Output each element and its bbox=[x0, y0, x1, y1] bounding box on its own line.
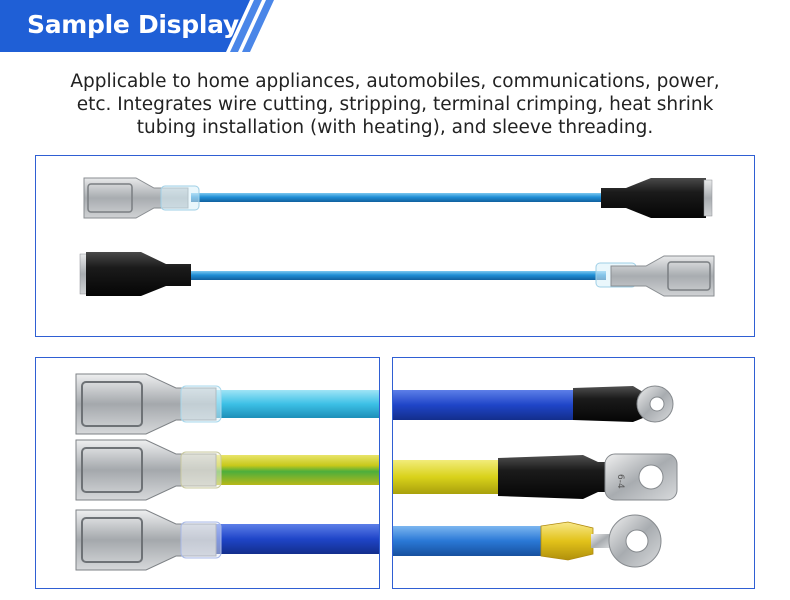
wire-yellow-green bbox=[206, 455, 379, 485]
ring-terminal-1 bbox=[573, 385, 674, 423]
sample-panel-bottom-right: 6-4 bbox=[392, 357, 755, 589]
description-line-1: Applicable to home appliances, automobil… bbox=[70, 71, 720, 92]
spade-terminal-right-2 bbox=[595, 255, 715, 297]
spade-terminal-left-1 bbox=[83, 177, 200, 219]
description-line-3: tubing installation (with heating), and … bbox=[136, 117, 654, 138]
sample-panel-bottom-left bbox=[35, 357, 380, 589]
spade-terminal-royal-blue bbox=[75, 509, 222, 571]
ring-terminal-2: 6-4 bbox=[498, 453, 678, 501]
ring-terminal-stamp: 6-4 bbox=[615, 474, 625, 489]
section-title: Sample Display bbox=[27, 10, 239, 39]
spade-terminal-yellow-green bbox=[75, 439, 222, 501]
shrink-terminal-right-1 bbox=[601, 178, 713, 218]
shrink-terminal-left-2 bbox=[79, 252, 191, 296]
wire-royal-blue bbox=[206, 524, 379, 554]
wire-2 bbox=[186, 271, 606, 280]
wire-blue-ring bbox=[393, 526, 551, 556]
wire-royal-blue-ring bbox=[393, 390, 591, 420]
spade-terminal-cyan bbox=[75, 373, 222, 435]
ring-terminals-image: 6-4 bbox=[393, 385, 678, 568]
ring-terminal-3 bbox=[540, 514, 662, 568]
sample-panel-top bbox=[35, 155, 755, 337]
spade-terminals-image bbox=[75, 373, 379, 571]
wire-assemblies-image bbox=[79, 177, 715, 297]
section-banner bbox=[0, 0, 274, 52]
wire-1 bbox=[191, 193, 611, 202]
description-line-2: etc. Integrates wire cutting, stripping,… bbox=[76, 94, 714, 115]
description: Applicable to home appliances, automobil… bbox=[20, 70, 770, 139]
wire-cyan bbox=[206, 390, 379, 418]
